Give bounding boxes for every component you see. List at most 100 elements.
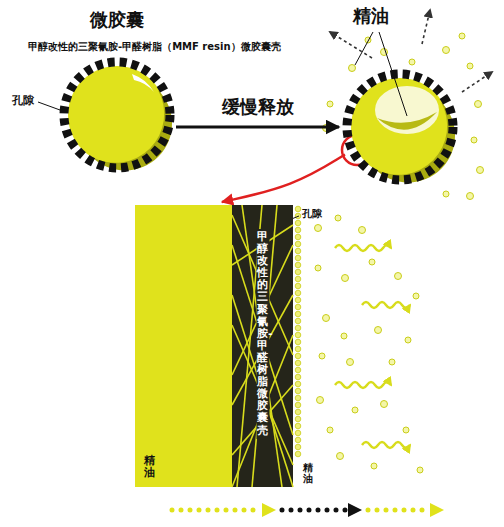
shape-outline	[135, 205, 232, 487]
oil-column	[295, 297, 301, 303]
oil-droplets	[409, 59, 415, 65]
pore-label: 孔隙	[12, 93, 34, 108]
oil-droplets	[323, 33, 484, 200]
released-capsule-node: 精油	[345, 72, 455, 182]
oil-droplets	[443, 191, 449, 197]
oil-column	[295, 430, 301, 436]
oil-droplets	[459, 33, 465, 39]
leader-lines	[38, 102, 60, 110]
node-heading: 精油	[353, 4, 389, 28]
oil-column	[295, 416, 301, 422]
released-droplets	[337, 453, 344, 460]
released-droplets	[323, 315, 330, 322]
oil-droplets	[477, 167, 484, 174]
released-droplets	[405, 337, 411, 343]
released-droplets	[369, 259, 375, 265]
shape-outline	[62, 60, 172, 170]
flow-arrow	[348, 503, 362, 517]
shape-outline	[132, 74, 154, 92]
oil-label: 精油	[303, 462, 313, 484]
flow-arrow	[172, 503, 444, 517]
released-droplets	[317, 397, 324, 404]
shape-outline	[347, 74, 453, 180]
diffusion-arrows	[362, 302, 410, 308]
oil-column	[295, 234, 301, 240]
oil-droplets	[475, 101, 482, 108]
released-droplets	[315, 215, 424, 473]
diffusion-arrows	[362, 442, 410, 448]
node-text: 甲醇改性的三聚氰胺-甲醛树脂微胶囊壳	[256, 229, 269, 439]
oil-droplets	[349, 65, 356, 72]
oil-column	[295, 367, 301, 373]
oil-column	[295, 206, 301, 212]
node-text: 精油	[144, 455, 155, 479]
oil-column	[295, 381, 301, 387]
shape-outline	[345, 72, 455, 182]
oil-column	[295, 374, 301, 380]
pore-label: 孔隙	[302, 207, 322, 221]
released-droplets	[347, 359, 354, 366]
zoom-arrow	[222, 155, 345, 203]
oil-column	[295, 304, 301, 310]
oil-column	[295, 255, 301, 261]
released-droplets	[327, 427, 333, 433]
released-droplets	[417, 467, 423, 473]
oil-droplets	[443, 47, 450, 54]
flow-arrow	[262, 503, 276, 517]
oil-column	[295, 227, 301, 233]
diffusion-arrows	[335, 245, 391, 251]
oil-column	[295, 451, 301, 457]
shape-outline	[64, 62, 170, 168]
oil-column	[295, 318, 301, 324]
released-droplets	[403, 427, 409, 433]
oil-column	[295, 325, 301, 331]
released-droplets	[335, 215, 341, 221]
release-arrows	[422, 10, 430, 44]
edge-label: 缓慢释放	[220, 95, 296, 119]
released-droplets	[371, 463, 377, 469]
oil-column	[295, 402, 301, 408]
oil-column	[295, 262, 301, 268]
shape-outline	[355, 32, 373, 65]
released-droplets	[315, 265, 321, 271]
oil-droplets	[467, 193, 474, 200]
oil-column	[295, 248, 301, 254]
oil-column	[295, 409, 301, 415]
released-droplets	[342, 275, 349, 282]
released-droplets	[315, 225, 322, 232]
released-droplets	[359, 227, 366, 234]
oil-column	[295, 220, 301, 226]
oil-column	[295, 395, 301, 401]
oil-column	[295, 283, 301, 289]
oil-column	[295, 332, 301, 338]
shell-band: 甲醇改性的三聚氰胺-甲醛树脂微胶囊壳	[232, 205, 293, 487]
released-droplets	[341, 333, 347, 339]
release-arrows	[462, 72, 492, 92]
oil-column	[295, 290, 301, 296]
released-droplets	[413, 293, 419, 299]
shell-label: 甲醇改性的三聚氰胺-甲醛树脂（MMF resin）微胶囊壳	[28, 40, 281, 54]
oil-column	[295, 339, 301, 345]
flow-arrow	[282, 508, 348, 513]
flow-arrow	[172, 508, 262, 513]
oil-column	[295, 269, 301, 275]
oil-droplets	[471, 137, 477, 143]
capsule-node: 微胶囊	[62, 60, 172, 170]
shape-outline	[375, 86, 439, 134]
node-heading: 微胶囊	[90, 8, 144, 32]
oil-column	[295, 388, 301, 394]
flow-arrow	[430, 503, 444, 517]
oil-column	[295, 423, 301, 429]
oil-column	[295, 206, 301, 457]
shape-outline	[92, 90, 172, 171]
oil-droplets	[467, 63, 473, 69]
released-droplets	[319, 353, 325, 359]
flow-arrow	[368, 508, 430, 513]
released-droplets	[375, 327, 382, 334]
shape-outline	[252, 205, 277, 487]
released-droplets	[395, 273, 402, 280]
released-droplets	[352, 407, 358, 413]
released-droplets	[381, 401, 388, 408]
release-arrow	[176, 126, 339, 129]
